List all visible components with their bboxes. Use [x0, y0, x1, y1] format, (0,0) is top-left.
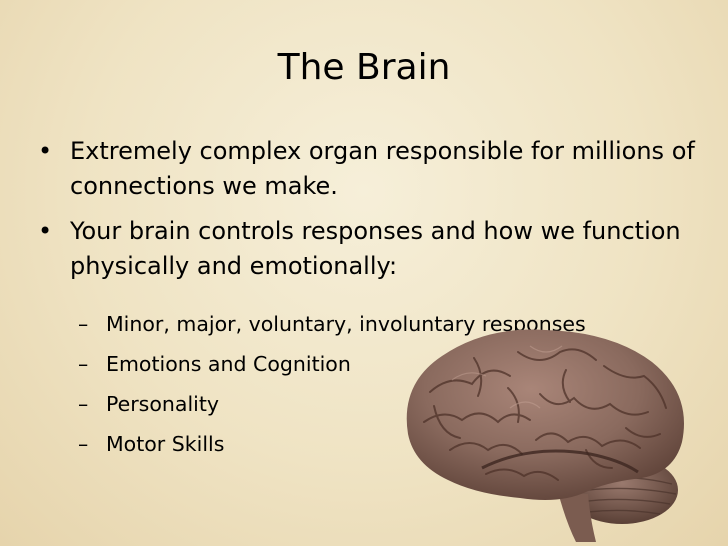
bullet-list: • Extremely complex organ responsible fo…	[36, 134, 696, 294]
sub-bullet-item: – Motor Skills	[78, 424, 718, 464]
sub-bullet-item: – Personality	[78, 384, 718, 424]
sub-bullet-text: Motor Skills	[106, 432, 225, 456]
bullet-text: Extremely complex organ responsible for …	[70, 137, 695, 200]
brain-icon	[406, 329, 684, 542]
brain-image	[390, 322, 696, 544]
dash-marker: –	[78, 432, 89, 456]
slide-title: The Brain	[277, 47, 451, 88]
bullet-item: • Extremely complex organ responsible fo…	[36, 134, 696, 204]
bullet-item: • Your brain controls responses and how …	[36, 214, 696, 284]
bullet-marker: •	[38, 137, 53, 165]
sub-bullet-item: – Emotions and Cognition	[78, 344, 718, 384]
bullet-marker: •	[38, 217, 53, 245]
dash-marker: –	[78, 352, 89, 376]
dash-marker: –	[78, 392, 89, 416]
sub-bullet-text: Personality	[106, 392, 220, 416]
dash-marker: –	[78, 312, 89, 336]
bullet-text: Your brain controls responses and how we…	[70, 217, 681, 280]
sub-bullet-text: Emotions and Cognition	[106, 352, 351, 376]
